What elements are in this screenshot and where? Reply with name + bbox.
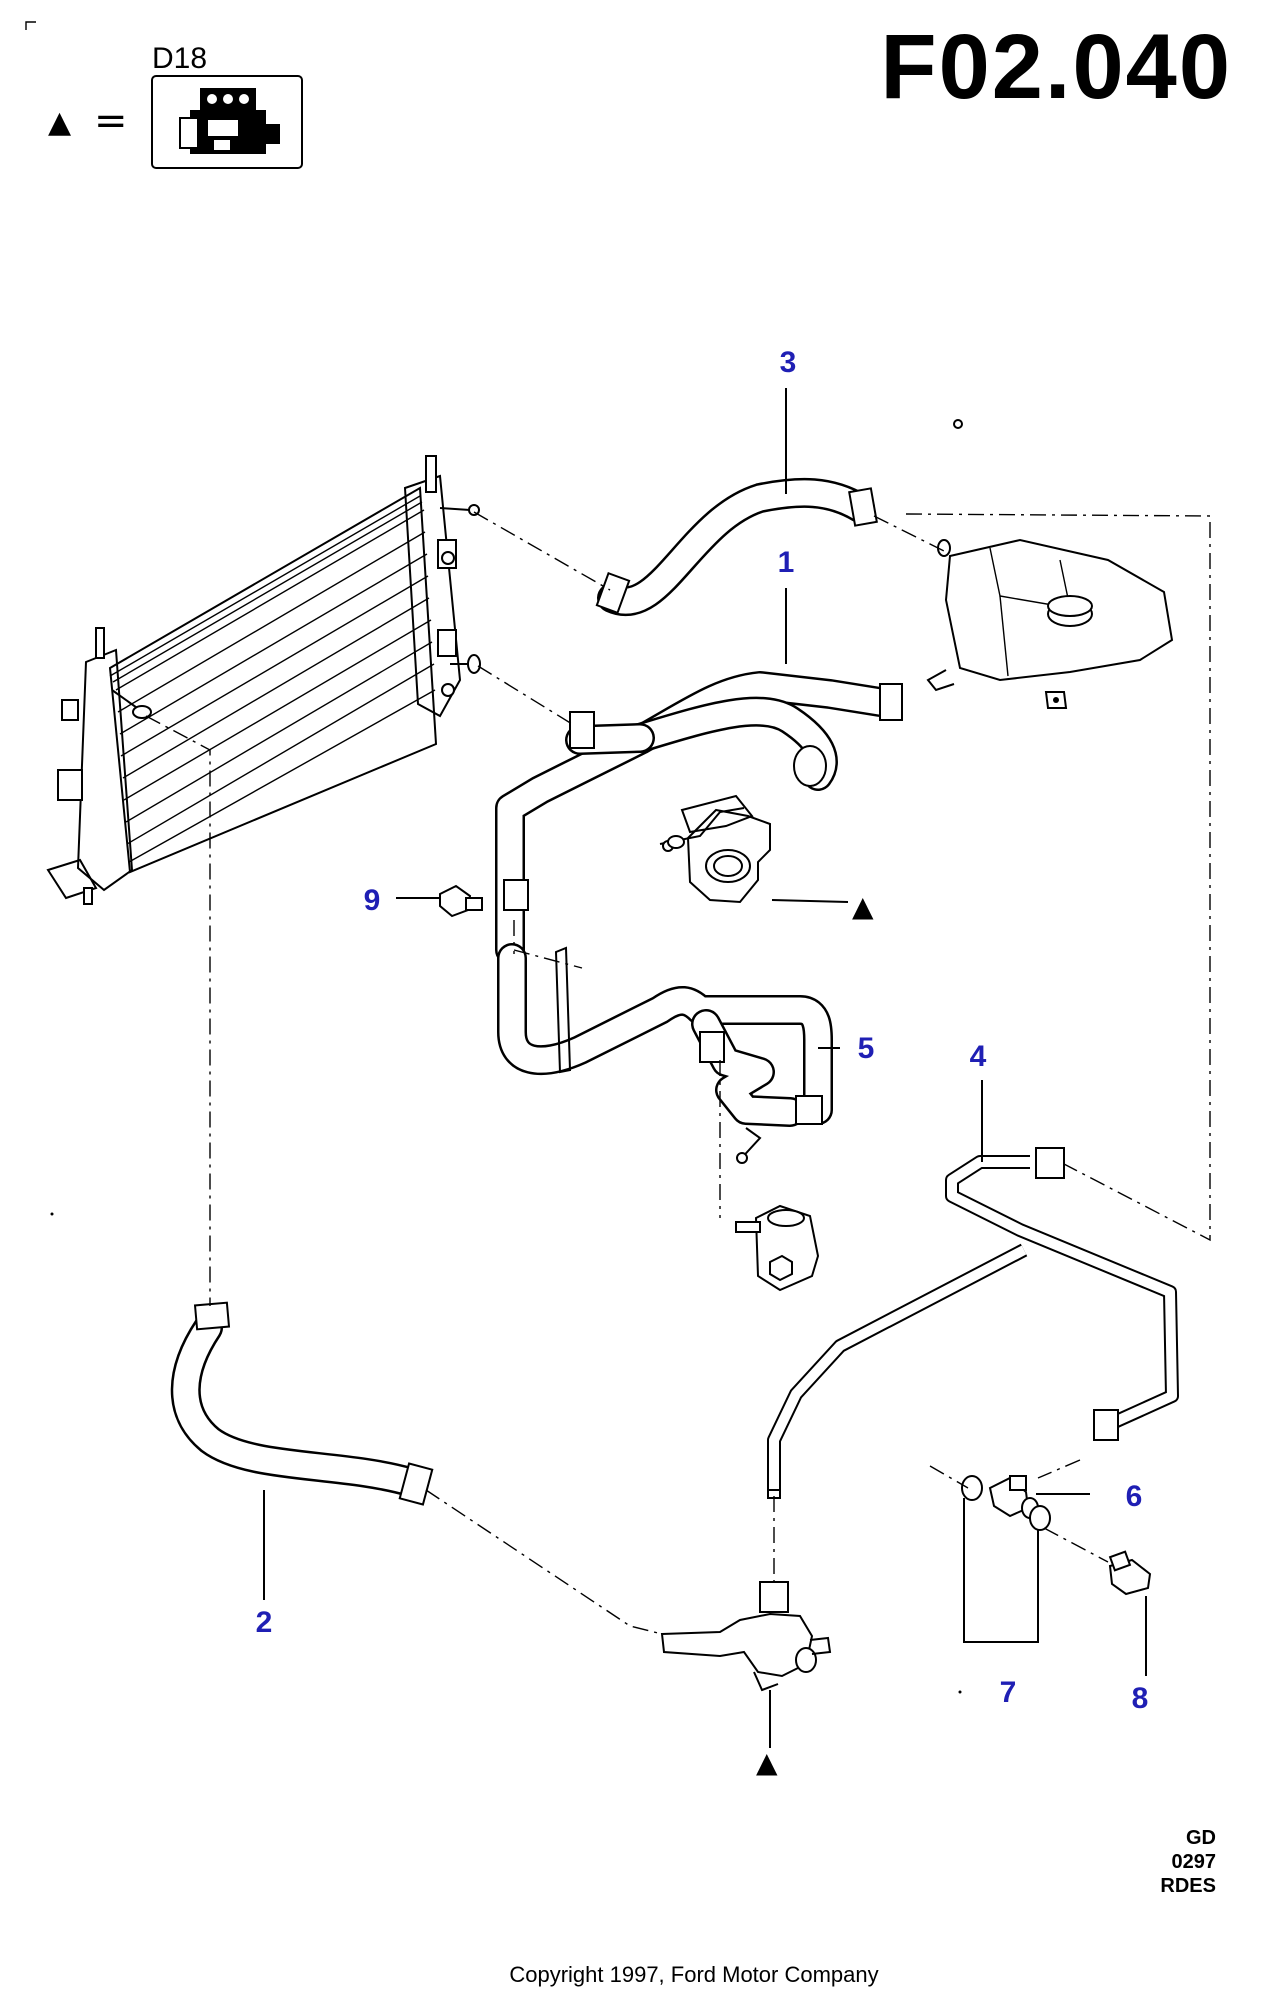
legend-equals: =	[94, 98, 128, 144]
callout-3: 3	[780, 346, 797, 379]
drawing-code-line-2: 0297	[1172, 1851, 1217, 1873]
drawing-code: GD 0297 RDES	[1160, 1827, 1216, 1897]
bleed-valve-parts	[961, 1475, 1152, 1596]
drawing-code-line-1: GD	[1186, 1827, 1216, 1849]
callout-2: 2	[256, 1606, 273, 1639]
pipe-4	[767, 1147, 1179, 1499]
heat-exchanger	[735, 1204, 820, 1292]
sheet-id: F02.040	[880, 16, 1232, 118]
leader-lines	[263, 388, 1147, 1748]
bolt-9	[439, 884, 483, 918]
copyright-notice: Copyright 1997, Ford Motor Company	[509, 1962, 878, 1987]
water-pump-housing	[660, 1581, 832, 1692]
hose-5	[497, 943, 833, 1164]
expansion-tank	[926, 419, 1174, 709]
radiator	[46, 455, 481, 905]
corner-mark	[25, 21, 36, 30]
callout-9: 9	[364, 884, 381, 917]
legend-engine-code: D18	[152, 42, 207, 75]
callout-numbers: 1 2 3 4 5 6 7 8 9	[256, 346, 1149, 1715]
callout-1: 1	[778, 546, 795, 579]
callout-8: 8	[1132, 1682, 1149, 1715]
callout-4: 4	[970, 1040, 987, 1073]
callout-5: 5	[858, 1032, 875, 1065]
legend-triangle: ▲	[48, 105, 71, 140]
callout-6: 6	[1126, 1480, 1143, 1513]
location-triangle-thermostat: ▲	[852, 890, 874, 923]
hose-1	[495, 671, 903, 965]
drawing-code-line-3: RDES	[1160, 1875, 1216, 1897]
location-triangle-pump: ▲	[756, 1746, 778, 1779]
hose-2	[170, 1301, 434, 1506]
thermostat-housing	[659, 807, 771, 904]
assembly-centre-lines	[145, 511, 1211, 1635]
callout-7: 7	[1000, 1676, 1017, 1709]
hose-3	[595, 477, 878, 616]
engine-icon	[179, 88, 280, 154]
registration-dots	[50, 1212, 962, 1694]
engine-legend: D18 ▲ =	[48, 42, 303, 169]
thermostat-connector	[667, 794, 754, 849]
